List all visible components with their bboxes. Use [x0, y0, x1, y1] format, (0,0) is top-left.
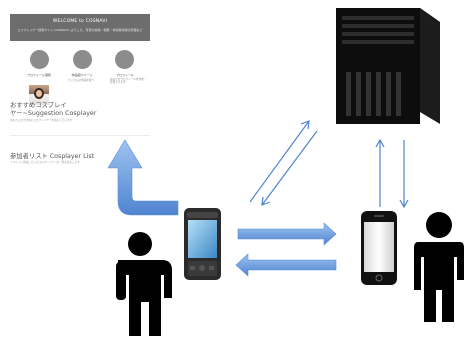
- phone-to-iphone-arrow: [237, 222, 337, 246]
- profile-view-label: プロフィール閲覧: [27, 73, 51, 77]
- profile-edit-circle-icon: [115, 50, 134, 69]
- person-icon: [414, 212, 464, 322]
- participant-list-caption: イベントに参加しているコスプレイヤーの一覧を表示します: [10, 161, 80, 164]
- banner-subtitle: コスプレイヤー情報サイト COSNAVIへようこそ。写真の投稿・閲覧・参加者情報…: [17, 28, 143, 32]
- profile-circle-icon: [30, 50, 49, 69]
- suggestion-caption: あなたにおすすめのコスプレイヤーを表示しています: [10, 119, 73, 122]
- website-screenshot: WELCOME to COSNAVI コスプレイヤー情報サイト COSNAVIへ…: [10, 14, 150, 184]
- phone-server-arrows: [249, 120, 318, 206]
- server-iphone-arrows: [375, 138, 409, 209]
- android-phone-icon: [184, 208, 221, 280]
- suggestion-heading-line1: おすすめコスプレイ: [10, 102, 67, 109]
- section-divider: [10, 135, 150, 136]
- suggestion-heading-line2: ヤー~Suggestion Cosplayer: [10, 110, 97, 117]
- server-icon: [336, 8, 440, 124]
- works-note: たくさんの作品を紹介: [68, 79, 94, 82]
- works-circle-icon: [73, 50, 92, 69]
- profile-label: プロフィール: [116, 73, 134, 77]
- banner-title: WELCOME to COSNAVI: [52, 19, 108, 24]
- works-label: 作品紹介ページ: [71, 73, 93, 77]
- curved-arrow-icon: [107, 139, 179, 216]
- iphone-icon: [361, 211, 397, 285]
- cosplayer-photo: [29, 85, 49, 105]
- profile-note: あなたのプロフィールを作成・管理できます: [110, 78, 147, 85]
- iphone-to-phone-arrow: [235, 253, 337, 277]
- website-banner: WELCOME to COSNAVI コスプレイヤー情報サイト COSNAVIへ…: [10, 14, 150, 41]
- person-icon: [116, 232, 172, 336]
- participant-list-heading: 参加者リスト Cosplayer List: [10, 153, 95, 160]
